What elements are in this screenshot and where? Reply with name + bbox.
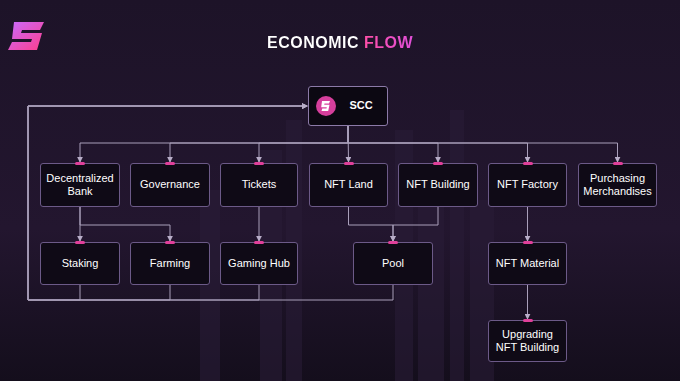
flow-connector — [348, 126, 528, 162]
box-label: NFT Land — [324, 178, 373, 191]
flow-box: NFT Material — [488, 242, 567, 285]
box-label: Farming — [150, 257, 190, 270]
box-label: Pool — [382, 257, 404, 270]
box-label: NFT Factory — [497, 178, 558, 191]
flow-connector — [80, 207, 170, 241]
box-label: Decentralized Bank — [45, 172, 115, 198]
box-label: Staking — [62, 257, 99, 270]
flow-box: Pool — [353, 242, 433, 285]
flow-box: Tickets — [220, 163, 298, 207]
box-label: NFT Building — [406, 178, 469, 191]
brand-logo — [8, 22, 44, 50]
flow-connector — [527, 285, 528, 319]
box-label: Gaming Hub — [228, 257, 290, 270]
flow-connector — [348, 126, 438, 162]
flow-connector — [28, 106, 393, 300]
flow-box: NFT Building — [398, 163, 478, 207]
box-label: Purchasing Merchandises — [583, 172, 652, 198]
box-label: Upgrading NFT Building — [493, 328, 562, 354]
flow-connector — [259, 126, 348, 162]
flow-box: Purchasing Merchandises — [578, 163, 657, 207]
flow-box: Upgrading NFT Building — [488, 320, 567, 362]
box-label: NFT Material — [496, 257, 559, 270]
flow-box: NFT Land — [309, 163, 388, 207]
flow-box: Governance — [130, 163, 210, 207]
skyline — [200, 110, 494, 381]
flow-connector — [28, 106, 307, 300]
flow-connector — [348, 126, 618, 162]
flow-connector — [28, 106, 307, 300]
flow-connector — [349, 207, 394, 241]
title-row: ECONOMIC FLOW — [0, 34, 680, 52]
flow-box: NFT Factory — [488, 163, 567, 207]
flow-connector — [393, 207, 438, 241]
flow-connector — [259, 207, 260, 241]
flow-box: Gaming Hub — [220, 242, 298, 285]
box-label: Governance — [140, 178, 200, 191]
flow-box: Farming — [130, 242, 210, 285]
flow-box: Decentralized Bank — [40, 163, 120, 207]
flow-connector — [28, 106, 307, 300]
diagram-title: ECONOMIC FLOW — [267, 34, 413, 51]
flow-connector — [527, 207, 528, 241]
box-label: Tickets — [242, 178, 276, 191]
scc-coin-icon — [316, 96, 336, 116]
flow-connector — [170, 126, 348, 162]
flow-box: Staking — [40, 242, 120, 285]
flow-connector — [80, 126, 348, 162]
